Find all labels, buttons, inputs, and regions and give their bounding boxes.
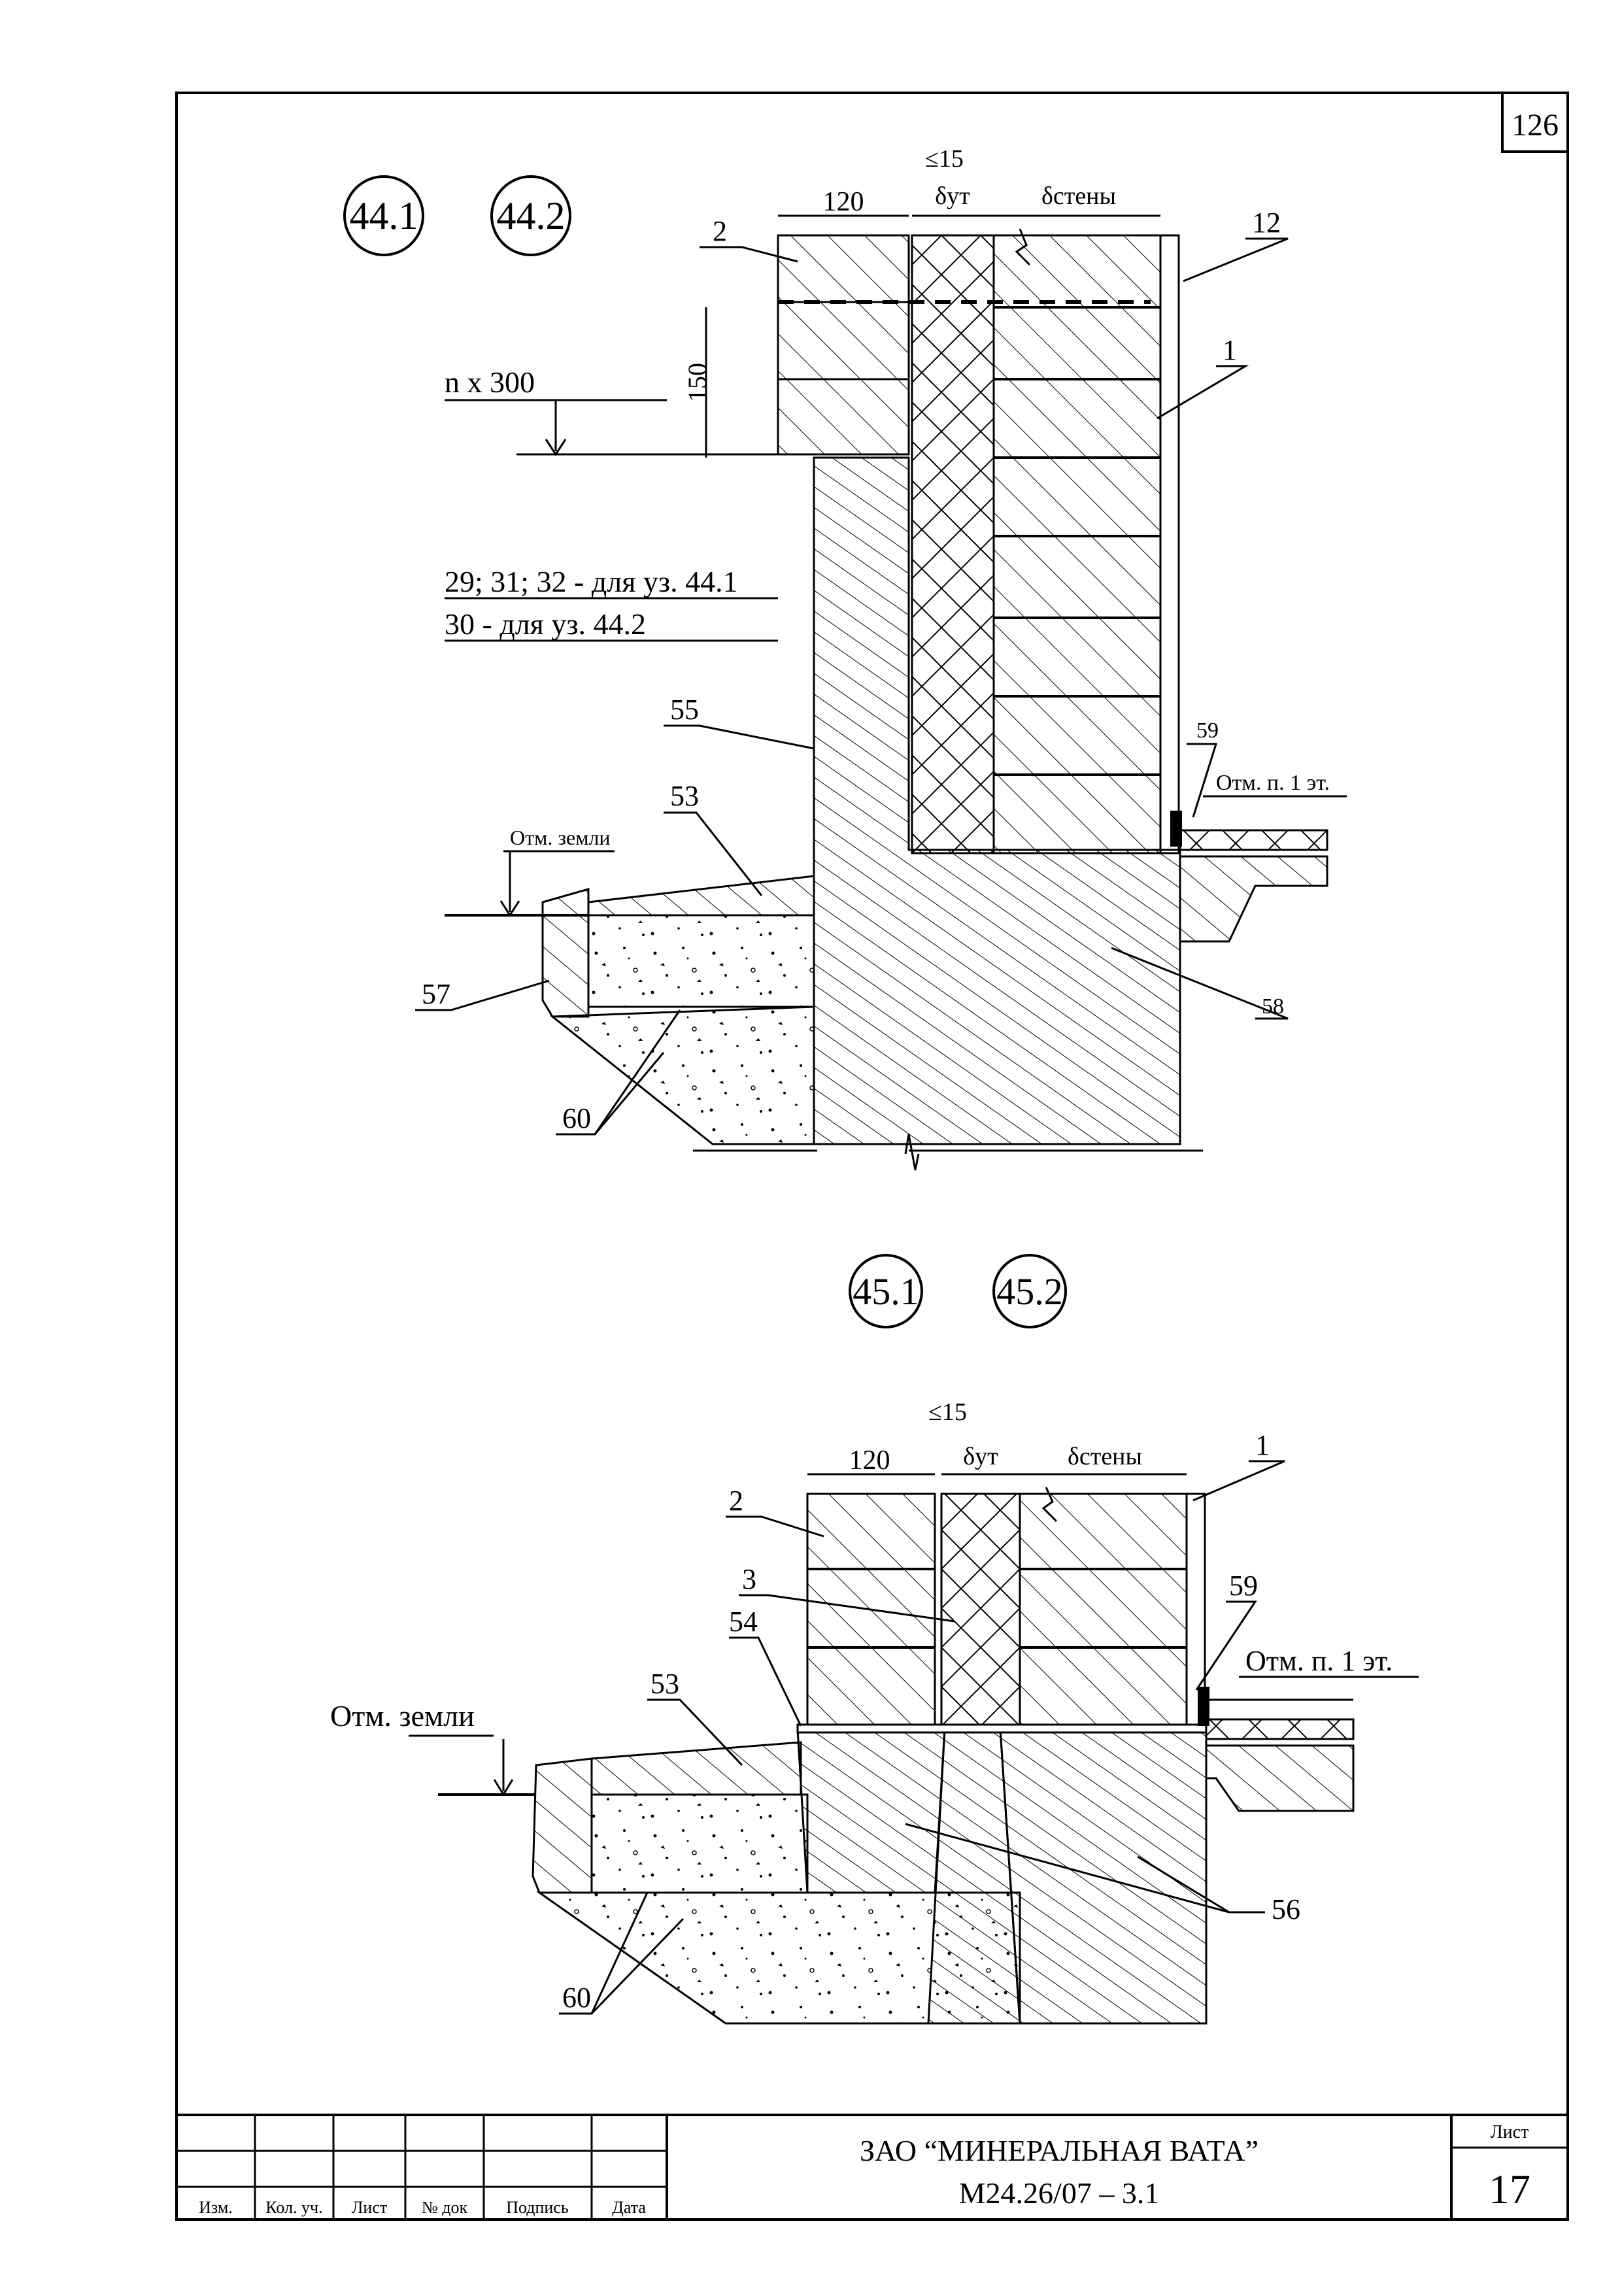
dim-15-bottom: ≤15 — [928, 1398, 967, 1426]
callout-53-bottom: 53 — [650, 1668, 679, 1700]
callout-59-top: 59 — [1196, 718, 1219, 743]
callout-1-bottom: 1 — [1255, 1429, 1270, 1461]
callout-2-bottom: 2 — [729, 1485, 743, 1517]
gravel-base-top — [549, 1005, 815, 1145]
floor-layers-bottom — [1205, 1718, 1355, 1740]
node-circle-45-1 — [849, 1254, 923, 1328]
node-label-44-2: 44.2 — [497, 194, 566, 237]
floor-slab-top — [1179, 855, 1328, 943]
floor-slab-bottom — [1205, 1744, 1355, 1812]
foundation-block-left-bottom — [796, 1728, 946, 1894]
note-2-top: 30 - для уз. 44.2 — [445, 607, 646, 641]
node-circle-45-2 — [992, 1254, 1067, 1328]
callout-55-top: 55 — [670, 694, 699, 726]
stamp-header-date: Дата — [612, 2198, 646, 2217]
concrete-fill-top — [587, 914, 815, 1008]
dim-150-top: 150 — [683, 363, 712, 402]
detail-bottom: 45.1 45.2 120 ≤15 δут δстены — [330, 1254, 1419, 2025]
detail-top: 44.1 44.2 — [343, 145, 1347, 1171]
callout-1-top: 1 — [1223, 334, 1237, 366]
sheet-label: Лист — [1491, 2122, 1529, 2142]
callout-54-bottom: 54 — [729, 1606, 758, 1638]
label-ground-top: Отм. земли — [510, 826, 611, 849]
insulation-bottom — [940, 1493, 1021, 1727]
node-label-45-2: 45.2 — [996, 1270, 1063, 1313]
gravel-base-bottom — [536, 1891, 1021, 2025]
note-1-top: 29; 31; 32 - для уз. 44.1 — [445, 565, 738, 598]
callout-12-top: 12 — [1252, 207, 1281, 239]
callout-60-top: 60 — [562, 1102, 591, 1134]
skirting-bottom — [1198, 1687, 1209, 1726]
callout-53-top: 53 — [670, 780, 699, 812]
callout-2-top: 2 — [713, 215, 727, 247]
concrete-fill-bottom — [590, 1793, 809, 1894]
facing-brick-top — [777, 234, 910, 456]
skirting-top — [1170, 811, 1182, 847]
dim-wall-top: δстены — [1041, 182, 1116, 210]
corner-number-box — [1501, 92, 1569, 153]
stamp-header-sign: Подпись — [506, 2198, 569, 2217]
dim-insul-bottom: δут — [963, 1443, 998, 1470]
dim-120-bottom: 120 — [849, 1445, 890, 1476]
node-label-44-1: 44.1 — [350, 194, 418, 237]
inner-wall-top — [992, 234, 1162, 854]
company-name: ЗАО “МИНЕРАЛЬНАЯ ВАТА” — [860, 2134, 1259, 2167]
sheet-number: 17 — [1489, 2166, 1530, 2212]
plaster-layer-top — [1159, 234, 1180, 854]
stamp-header-doc: № док — [422, 2198, 468, 2217]
node-circle-44-2 — [490, 175, 571, 256]
dim-120-top: 120 — [823, 187, 864, 217]
insulation-top — [911, 234, 995, 854]
label-floor-top: Отм. п. 1 эт. — [1216, 771, 1330, 795]
stamp-header-izm: Изм. — [199, 2198, 233, 2217]
corner-number: 126 — [1512, 108, 1559, 143]
blind-area-top — [587, 875, 815, 917]
curb-stone-bottom — [532, 1757, 593, 1894]
floor-layers-top — [1179, 829, 1328, 851]
node-circle-44-1 — [343, 175, 424, 256]
label-floor-bottom: Отм. п. 1 эт. — [1245, 1645, 1393, 1677]
document-code: М24.26/07 – 3.1 — [959, 2176, 1160, 2210]
label-ground-bottom: Отм. земли — [330, 1699, 475, 1732]
callout-59-bottom: 59 — [1229, 1570, 1258, 1602]
foundation-block-right-bottom — [999, 1728, 1208, 2025]
callout-3-bottom: 3 — [742, 1563, 756, 1595]
dim-wall-bottom: δстены — [1068, 1443, 1142, 1470]
title-block: Изм. Кол. уч. Лист № док Подпись Дата ЗА… — [175, 2114, 1569, 2221]
callout-57-top: 57 — [422, 978, 450, 1010]
waterproof-strip-bottom — [796, 1723, 1208, 1734]
callout-58-top: 58 — [1262, 994, 1284, 1019]
label-n300: n x 300 — [445, 365, 535, 399]
callout-60-bottom: 60 — [562, 1982, 591, 2014]
callout-56-bottom: 56 — [1272, 1893, 1300, 1925]
curb-stone-top — [541, 888, 590, 1018]
stamp-header-list: Лист — [352, 2198, 387, 2217]
node-label-45-1: 45.1 — [853, 1270, 919, 1313]
blind-area-bottom — [590, 1741, 802, 1796]
dim-15-top: ≤15 — [925, 145, 964, 173]
inner-wall-bottom — [1019, 1493, 1188, 1727]
dim-insul-top: δут — [935, 182, 970, 210]
stamp-header-kol: Кол. уч. — [265, 2198, 322, 2217]
